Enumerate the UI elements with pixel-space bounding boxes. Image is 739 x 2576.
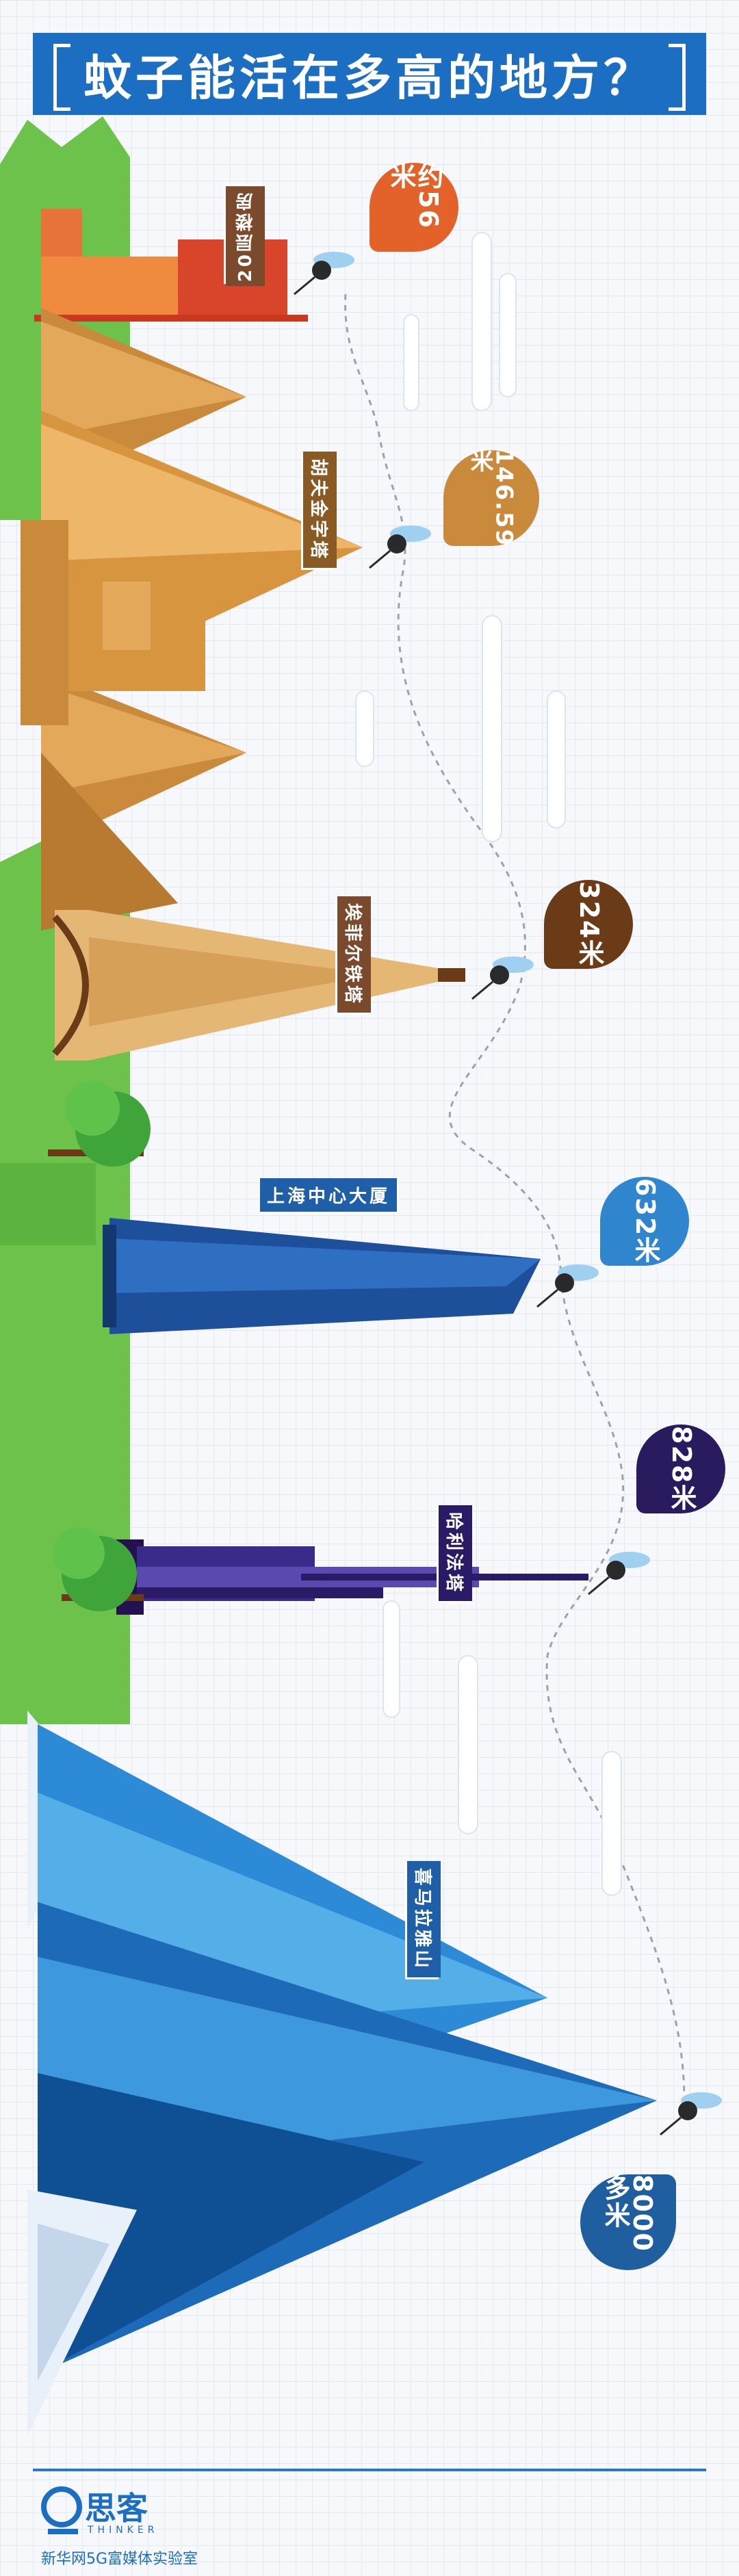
- left-bracket: [53, 44, 70, 111]
- thinker-logo-icon: [41, 2486, 82, 2534]
- height-value: 约56米: [386, 163, 443, 229]
- clouds: [355, 232, 622, 1896]
- landmark-label-burj-khalifa: 哈利法塔: [439, 1505, 472, 1602]
- right-bracket: [669, 44, 686, 111]
- landmark-label-himalaya: 喜马拉雅山: [407, 1861, 441, 1978]
- height-bubble-himalaya: 8000多米: [580, 2174, 676, 2270]
- himalaya-mountains: [27, 1710, 657, 2436]
- footer-divider: [33, 2469, 706, 2471]
- shanghai-tower: [103, 1218, 541, 1334]
- height-bubble-pyramid: 146.59米: [443, 449, 539, 547]
- height-value: 8000多米: [600, 2174, 658, 2252]
- height-value: 146.59米: [466, 449, 518, 547]
- logo-name: 思客: [85, 2490, 148, 2527]
- organization-name: 新华网5G富媒体实验室: [41, 2551, 198, 2568]
- height-value: 828米: [666, 1426, 697, 1512]
- tree-2: [53, 1527, 144, 1611]
- sphinx: [21, 520, 205, 725]
- landmark-label-pyramid: 胡夫金字塔: [303, 452, 337, 569]
- page-title: 蚊子能活在多高的地方？: [83, 49, 656, 106]
- green-hill-strip-2: [0, 842, 130, 1724]
- mosquito-icon: [294, 252, 354, 296]
- height-value: 324米: [573, 881, 604, 967]
- flight-path: [344, 294, 686, 2101]
- tree-1: [48, 1081, 151, 1167]
- mosquito-icon: [471, 957, 534, 1000]
- height-bubble-burj-khalifa: 828米: [636, 1424, 725, 1513]
- mosquito-icon: [369, 525, 431, 569]
- height-bubble-shanghai-tower: 632米: [600, 1177, 689, 1266]
- height-bubble-20-floors: 约56米: [370, 163, 458, 252]
- burj-khalifa: [116, 1539, 588, 1615]
- height-bubble-eiffel: 324米: [544, 880, 633, 969]
- eiffel-tower: [52, 910, 465, 1061]
- logo-english: THINKER: [88, 2525, 159, 2536]
- building-20-floors: [34, 209, 308, 322]
- height-value: 632米: [630, 1178, 660, 1264]
- landmark-label-eiffel: 埃菲尔铁塔: [337, 896, 371, 1013]
- landmark-label-20-floors: 20层楼房: [226, 186, 265, 287]
- mosquito-icon: [536, 1264, 599, 1308]
- mosquito-icons: [294, 252, 722, 2136]
- mosquito-icon: [660, 2092, 722, 2136]
- landmark-label-shanghai-tower: 上海中心大厦: [260, 1178, 398, 1212]
- title-banner: 蚊子能活在多高的地方？: [33, 33, 706, 115]
- green-ground: [0, 1163, 96, 1245]
- mosquito-icon: [588, 1552, 650, 1596]
